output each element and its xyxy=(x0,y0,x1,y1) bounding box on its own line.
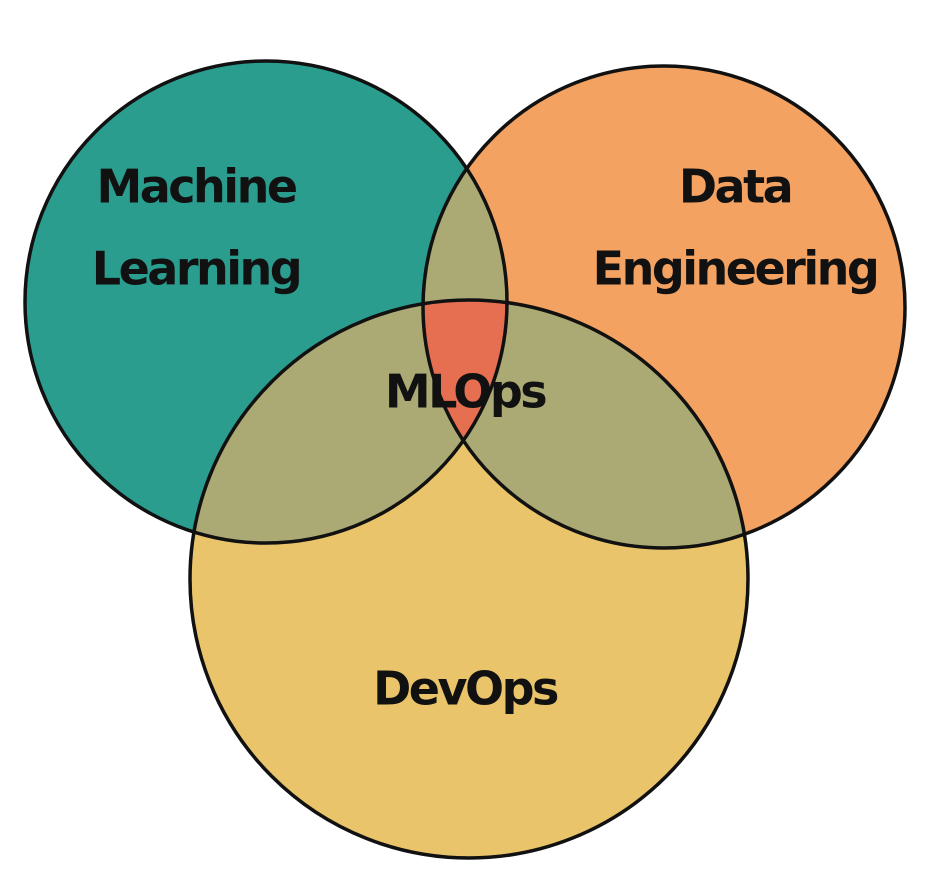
mlops-label: MLOps xyxy=(385,365,546,419)
devops-outline xyxy=(188,298,750,860)
data-engineering-label-line2: Engineering xyxy=(593,242,878,296)
machine-learning-label-line1: Machine xyxy=(96,160,295,214)
data-engineering-outline xyxy=(421,64,907,550)
data-engineering-label-line1: Data xyxy=(679,160,791,214)
machine-learning-label-line2: Learning xyxy=(92,242,300,296)
overlap-de-devops xyxy=(423,300,748,548)
overlap-ml-devops xyxy=(190,300,507,543)
devops-label: DevOps xyxy=(373,662,558,716)
